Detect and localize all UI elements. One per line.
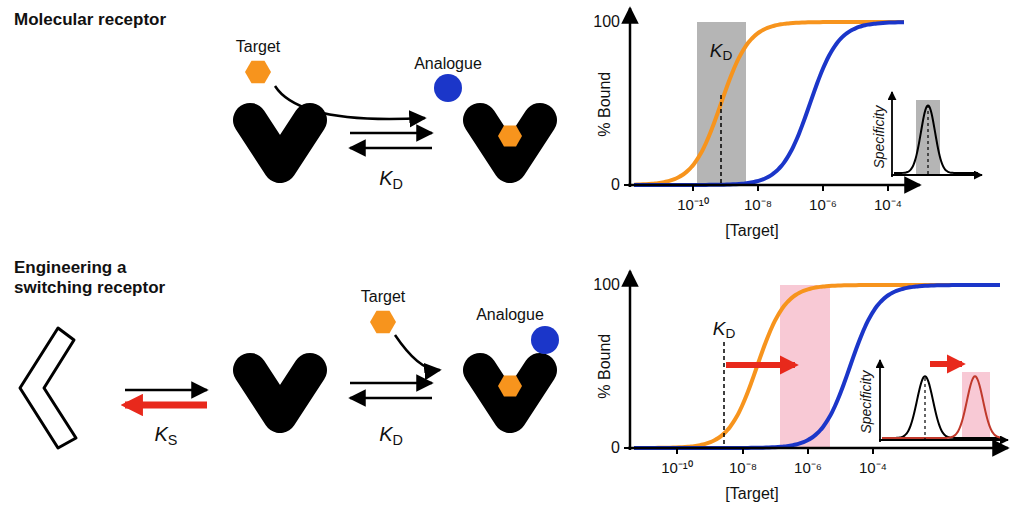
- axis-line: [629, 271, 632, 450]
- equilibrium-arrow: [350, 397, 432, 400]
- tick-label: 10⁻⁸: [729, 459, 757, 476]
- unfolded-receptor: [20, 328, 76, 448]
- tick-label: 10⁻⁴: [859, 459, 887, 476]
- axis-line: [807, 448, 809, 454]
- equilibrium-arrow: [350, 147, 432, 150]
- axis-title: % Bound: [596, 334, 614, 399]
- binding-arrow: [275, 86, 425, 119]
- target-molecule: [370, 311, 396, 334]
- axis-line: [726, 362, 795, 368]
- target-molecule: [245, 61, 271, 84]
- axis-line: [891, 92, 893, 177]
- tick-label: 10⁻⁴: [874, 196, 902, 213]
- constant-label: KD: [379, 423, 403, 448]
- equilibrium-arrow: [125, 389, 207, 392]
- axis-line: [924, 378, 925, 440]
- tick-label: 100: [593, 276, 620, 294]
- tick-label: 10⁻¹⁰: [661, 459, 693, 476]
- constant-label: KD: [710, 40, 733, 64]
- kd-band: [697, 22, 746, 185]
- axis-line: [624, 184, 630, 186]
- panel-heading: Engineering a switching receptor: [14, 258, 174, 297]
- axis-title: % Bound: [596, 72, 614, 137]
- molecule-label: Target: [361, 288, 405, 306]
- target-molecule: [498, 126, 522, 147]
- molecule-label: Analogue: [414, 55, 482, 73]
- axis-title: [Target]: [725, 485, 778, 503]
- axis-line: [887, 185, 889, 191]
- axis-line: [692, 185, 694, 191]
- tick-label: 100: [593, 13, 620, 31]
- axis-line: [624, 21, 630, 23]
- curve: [634, 22, 904, 185]
- axis-line: [891, 174, 982, 176]
- equilibrium-arrow: [350, 382, 432, 385]
- constant-label: KS: [155, 423, 178, 448]
- constant-label: KD: [713, 318, 736, 342]
- molecule-label: Analogue: [476, 306, 544, 324]
- axis-line: [822, 185, 824, 191]
- axis-line: [629, 8, 632, 187]
- equilibrium-arrow: [350, 132, 432, 135]
- receptor: [480, 370, 540, 416]
- axis-line: [628, 184, 920, 187]
- curve: [894, 106, 978, 173]
- axis-line: [927, 105, 928, 175]
- receptor: [480, 120, 540, 166]
- axis-line: [628, 447, 1008, 450]
- axis-line: [676, 448, 678, 454]
- tick-label: 0: [611, 176, 620, 194]
- axis-line: [624, 447, 630, 449]
- axis-line: [879, 439, 1008, 441]
- target-molecule: [498, 376, 522, 397]
- axis-title: Specificity: [859, 370, 875, 433]
- axis-line: [723, 342, 725, 448]
- tick-label: 10⁻⁸: [744, 196, 772, 213]
- axis-line: [930, 361, 962, 367]
- constant-label: KD: [379, 167, 403, 192]
- analogue-molecule: [531, 326, 559, 354]
- analogue-molecule: [434, 74, 462, 102]
- tick-label: 10⁻⁶: [794, 459, 822, 476]
- tick-label: 10⁻⁶: [809, 196, 837, 213]
- tick-label: 0: [611, 439, 620, 457]
- axis-line: [624, 284, 630, 286]
- molecule-label: Target: [236, 38, 280, 56]
- receptor: [250, 120, 310, 166]
- curve: [882, 376, 1002, 438]
- curve: [882, 376, 1002, 438]
- tick-label: 10⁻¹⁰: [677, 196, 709, 213]
- panel-heading: Molecular receptor: [14, 10, 166, 30]
- axis-line: [720, 95, 722, 185]
- binding-arrow: [395, 335, 440, 370]
- axis-line: [879, 360, 881, 442]
- axis-line: [872, 448, 874, 454]
- curve: [634, 285, 1000, 448]
- curve: [634, 22, 904, 185]
- axis-line: [757, 185, 759, 191]
- curve: [634, 285, 1000, 448]
- axis-line: [742, 448, 744, 454]
- receptor: [250, 370, 310, 416]
- axis-title: Specificity: [872, 105, 888, 168]
- axis-title: [Target]: [725, 222, 778, 240]
- equilibrium-arrow: [125, 402, 207, 409]
